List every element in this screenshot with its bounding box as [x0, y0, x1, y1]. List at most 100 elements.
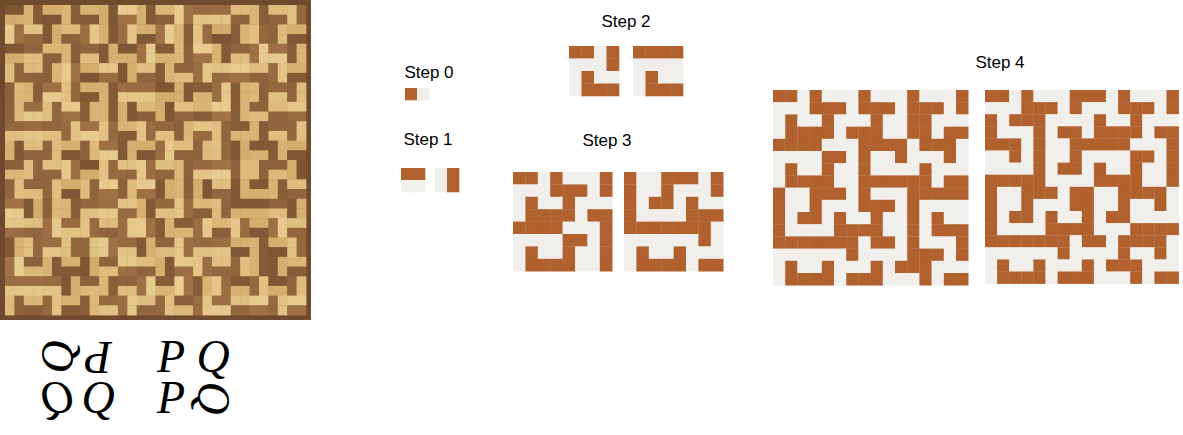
wood-cell	[174, 44, 184, 54]
tile-cell	[919, 249, 932, 262]
tile-cell	[1142, 247, 1154, 259]
tile-cell	[1009, 102, 1021, 114]
tile-cell	[932, 175, 945, 188]
wood-cell	[287, 150, 297, 160]
wood-cell	[250, 112, 260, 122]
wood-cell	[287, 199, 297, 209]
wood-cell	[287, 102, 297, 112]
wood-cell	[24, 73, 34, 83]
tile-cell	[797, 236, 810, 249]
wood-cell	[14, 276, 24, 286]
tile-cell	[883, 102, 896, 115]
tile-cell	[956, 188, 969, 201]
tile-cell	[594, 84, 607, 97]
wood-cell	[24, 112, 34, 122]
wood-cell	[118, 189, 128, 199]
tile-cell	[907, 261, 920, 274]
tile-cell	[1082, 151, 1094, 163]
tile-cell	[1130, 126, 1142, 138]
wood-cell	[99, 112, 109, 122]
tile-cell	[883, 224, 896, 237]
tile-cell	[895, 200, 908, 213]
tile-cell	[1046, 175, 1058, 187]
tile-cell	[895, 188, 908, 201]
tile-cell	[1046, 211, 1058, 223]
wood-cell	[259, 160, 269, 170]
wood-cell	[61, 257, 71, 267]
wood-cell	[146, 150, 156, 160]
wood-cell	[278, 5, 288, 15]
tile-cell	[575, 172, 588, 185]
tile-cell	[636, 234, 649, 247]
tile-cell	[797, 102, 810, 115]
wood-cell	[146, 305, 156, 315]
tile-cell	[698, 209, 711, 222]
tile-cell	[834, 90, 847, 103]
wood-cell	[193, 170, 203, 180]
wood-cell	[146, 92, 156, 102]
wood-cell	[203, 208, 213, 218]
tile-cell	[649, 172, 662, 185]
wood-cell	[174, 170, 184, 180]
wood-cell	[33, 218, 43, 228]
wood-cell	[146, 102, 156, 112]
tile-cell	[1082, 138, 1094, 150]
wood-cell	[108, 257, 118, 267]
tile-cell	[846, 236, 859, 249]
wood-cell	[24, 267, 34, 277]
wood-cell	[24, 83, 34, 93]
wood-cell	[137, 34, 147, 44]
wood-cell	[24, 170, 34, 180]
wood-cell	[137, 112, 147, 122]
tile-cell	[711, 184, 724, 197]
tile-cell	[1154, 187, 1166, 199]
wood-cell	[90, 34, 100, 44]
tile-cell	[1021, 138, 1033, 150]
wood-cell	[146, 296, 156, 306]
tile-cell	[698, 259, 711, 272]
tile-cell	[1167, 187, 1179, 199]
tile-cell	[711, 209, 724, 222]
tile-cell	[1070, 114, 1082, 126]
tile-cell	[919, 212, 932, 225]
wood-cell	[193, 238, 203, 248]
wood-cell	[212, 179, 222, 189]
wood-cell	[90, 247, 100, 257]
tile-cell	[600, 184, 613, 197]
wood-cell	[297, 5, 307, 15]
tile-cell	[1082, 175, 1094, 187]
wood-cell	[268, 228, 278, 238]
wood-cell	[259, 131, 269, 141]
wood-cell	[268, 24, 278, 34]
wood-cell	[221, 189, 231, 199]
tile-cell	[563, 234, 576, 247]
tile-cell	[773, 273, 786, 286]
tile-cell	[563, 222, 576, 235]
wood-cell	[165, 141, 175, 151]
wood-cell	[240, 24, 250, 34]
wood-cell	[5, 218, 15, 228]
wood-cell	[221, 44, 231, 54]
orientation-letter: P	[157, 375, 185, 421]
tile-cell	[1058, 163, 1070, 175]
wood-cell	[297, 170, 307, 180]
wood-cell	[250, 121, 260, 131]
tile-cell	[711, 222, 724, 235]
wood-cell	[203, 247, 213, 257]
wood-cell	[193, 286, 203, 296]
wood-cell	[287, 83, 297, 93]
wood-cell	[90, 63, 100, 73]
wood-cell	[156, 276, 166, 286]
tile-cell	[907, 224, 920, 237]
wood-cell	[203, 160, 213, 170]
tile-cell	[587, 222, 600, 235]
wood-cell	[108, 44, 118, 54]
tile-cell	[582, 46, 595, 59]
wood-cell	[80, 83, 90, 93]
wood-cell	[184, 199, 194, 209]
wood-cell	[221, 257, 231, 267]
wood-cell	[108, 141, 118, 151]
tile-cell	[1033, 151, 1045, 163]
wood-cell	[250, 276, 260, 286]
tile-cell	[871, 224, 884, 237]
